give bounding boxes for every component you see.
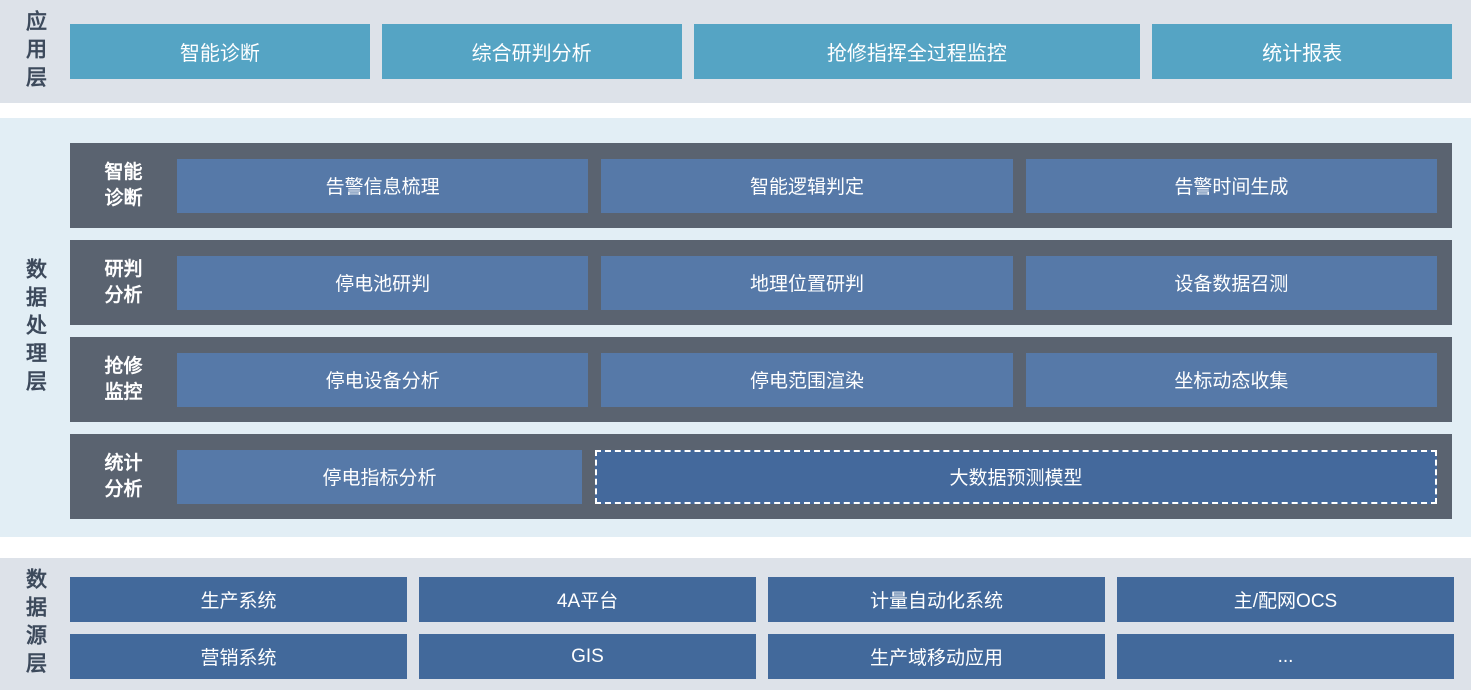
source-layer-label-col: 数据源层 xyxy=(0,558,70,690)
src-box-mobile-app: 生产域移动应用 xyxy=(768,634,1105,679)
src-box-metering-system: 计量自动化系统 xyxy=(768,577,1105,622)
application-layer: 应用层 智能诊断 综合研判分析 抢修指挥全过程监控 统计报表 xyxy=(0,0,1471,103)
processing-row-boxes: 停电指标分析 大数据预测模型 xyxy=(177,449,1437,504)
processing-layer-label: 数据处理层 xyxy=(23,257,47,398)
processing-row-label: 智能 诊断 xyxy=(104,161,143,209)
processing-row-boxes: 告警信息梳理 智能逻辑判定 告警时间生成 xyxy=(177,158,1437,213)
proc-box-device-data: 设备数据召测 xyxy=(1025,255,1437,310)
proc-box-outage-analysis: 停电池研判 xyxy=(177,255,589,310)
app-item-comprehensive-analysis: 综合研判分析 xyxy=(381,24,682,79)
source-row-1: 生产系统 4A平台 计量自动化系统 主/配网OCS xyxy=(70,577,1454,622)
source-row-2: 营销系统 GIS 生产域移动应用 ... xyxy=(70,634,1454,679)
processing-row-boxes: 停电设备分析 停电范围渲染 坐标动态收集 xyxy=(177,352,1437,407)
src-box-ocs: 主/配网OCS xyxy=(1117,577,1454,622)
proc-box-bigdata-model: 大数据预测模型 xyxy=(594,449,1437,504)
app-item-intelligent-diagnosis: 智能诊断 xyxy=(70,24,370,79)
processing-row-label: 统计 分析 xyxy=(104,452,143,500)
proc-box-coordinate-collect: 坐标动态收集 xyxy=(1025,352,1437,407)
src-box-gis: GIS xyxy=(419,634,756,679)
processing-row-label: 研判 分析 xyxy=(104,258,143,306)
proc-box-outage-range: 停电范围渲染 xyxy=(601,352,1013,407)
src-box-marketing-system: 营销系统 xyxy=(70,634,407,679)
section-divider xyxy=(0,537,1471,558)
proc-box-alarm-info: 告警信息梳理 xyxy=(177,158,589,213)
application-layer-label-col: 应用层 xyxy=(0,0,70,103)
src-box-production-system: 生产系统 xyxy=(70,577,407,622)
proc-box-alarm-time: 告警时间生成 xyxy=(1025,158,1437,213)
proc-box-geo-analysis: 地理位置研判 xyxy=(601,255,1013,310)
proc-box-logic-judgement: 智能逻辑判定 xyxy=(601,158,1013,213)
processing-row-label: 抢修 监控 xyxy=(104,355,143,403)
src-box-4a-platform: 4A平台 xyxy=(419,577,756,622)
data-processing-layer: 数据处理层 智能 诊断 告警信息梳理 智能逻辑判定 告警时间生成 研判 分析 停… xyxy=(0,118,1471,537)
processing-layer-label-col: 数据处理层 xyxy=(0,118,70,537)
application-buttons-row: 智能诊断 综合研判分析 抢修指挥全过程监控 统计报表 xyxy=(70,24,1453,79)
proc-box-outage-indicator: 停电指标分析 xyxy=(177,449,582,504)
processing-row-boxes: 停电池研判 地理位置研判 设备数据召测 xyxy=(177,255,1437,310)
application-layer-label: 应用层 xyxy=(23,9,47,94)
proc-box-outage-device: 停电设备分析 xyxy=(177,352,589,407)
processing-row-statistics: 统计 分析 停电指标分析 大数据预测模型 xyxy=(70,434,1452,519)
app-item-repair-monitoring: 抢修指挥全过程监控 xyxy=(693,24,1141,79)
processing-row-analysis: 研判 分析 停电池研判 地理位置研判 设备数据召测 xyxy=(70,240,1452,325)
processing-row-repair-monitor: 抢修 监控 停电设备分析 停电范围渲染 坐标动态收集 xyxy=(70,337,1452,422)
src-box-ellipsis: ... xyxy=(1117,634,1454,679)
app-item-statistical-report: 统计报表 xyxy=(1152,24,1453,79)
data-source-layer: 数据源层 生产系统 4A平台 计量自动化系统 主/配网OCS 营销系统 GIS … xyxy=(0,558,1471,690)
source-layer-label: 数据源层 xyxy=(23,568,47,680)
processing-row-diagnosis: 智能 诊断 告警信息梳理 智能逻辑判定 告警时间生成 xyxy=(70,143,1452,228)
section-divider xyxy=(0,103,1471,118)
